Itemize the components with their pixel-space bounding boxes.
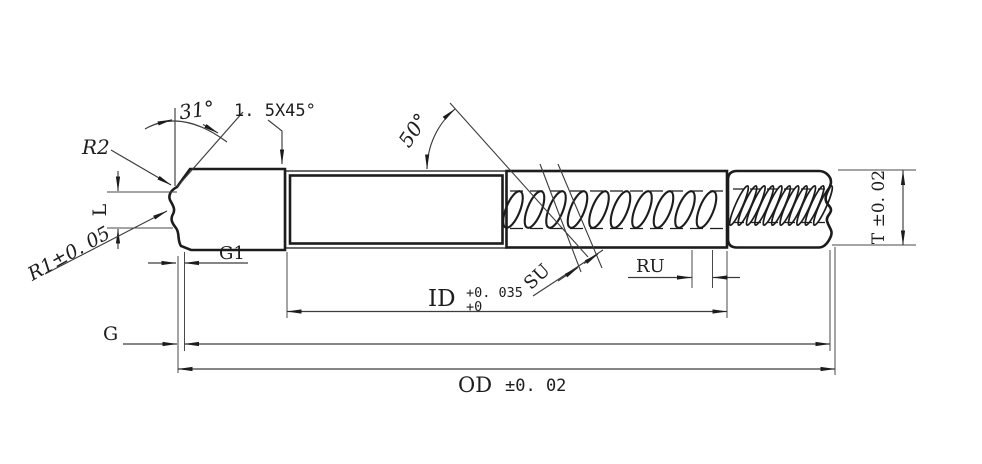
thread-crest-ellipse — [812, 184, 834, 227]
thread-crest-ellipse — [631, 190, 653, 229]
leader-line — [44, 210, 168, 275]
dimension-l: L — [89, 171, 177, 249]
angle-leg-line — [176, 111, 244, 188]
angle-arc — [144, 120, 228, 143]
tool-body — [168, 167, 834, 252]
thread-crest-ellipse — [695, 190, 718, 229]
neck-section-outer — [284, 170, 508, 249]
ru-label: RU — [636, 256, 665, 277]
neck-section-inner — [288, 174, 504, 245]
thread-crest-ellipse — [502, 190, 524, 229]
dimension-g1: G1 — [148, 243, 248, 266]
g-label: G — [103, 323, 118, 345]
thread-crest-ellipse — [652, 190, 675, 229]
fluted-section — [505, 169, 729, 249]
angle-31-label: 31° — [177, 96, 215, 125]
r1-label: R1±0. 05 — [23, 222, 114, 286]
thread-crest-ellipse — [523, 190, 546, 229]
g1-label: G1 — [219, 243, 245, 264]
t-label: T ±0. 02 — [869, 170, 889, 244]
dimension-g: G — [103, 323, 831, 347]
su-label: SU — [520, 260, 554, 294]
arrowhead — [155, 119, 173, 126]
dimension-angle-31: 31° — [144, 96, 244, 188]
dimension-id: ID +0. 035 +0 — [286, 285, 728, 315]
dimension-od: OD ±0. 02 — [177, 366, 836, 397]
square-shank-hatched — [168, 167, 287, 252]
leader-line — [110, 149, 172, 186]
dimension-t: T ±0. 02 — [869, 170, 906, 246]
dimension-ru: RU — [628, 256, 740, 280]
flute-width-line — [539, 163, 582, 273]
r2-label: R2 — [81, 135, 110, 159]
angle-50-label: 50° — [393, 109, 433, 152]
end-thread-crests — [728, 184, 834, 227]
thread-crest-ellipse — [588, 190, 610, 229]
arrowhead — [202, 123, 219, 134]
od-tolerance: ±0. 02 — [505, 376, 566, 396]
id-upper-tolerance: +0. 035 — [466, 285, 523, 301]
id-label: ID — [428, 286, 456, 312]
dimension-chamfer: 1. 5X45° — [234, 101, 316, 165]
l-label: L — [89, 203, 111, 216]
arrowhead — [583, 253, 599, 264]
dimension-r1: R1±0. 05 — [23, 210, 168, 286]
thread-crest-ellipse — [609, 190, 632, 229]
spiral-flute-threads — [502, 190, 718, 229]
flute-width-line — [557, 163, 603, 269]
angle-arc — [425, 108, 456, 170]
od-label: OD — [458, 373, 492, 397]
thread-crest-ellipse — [674, 190, 696, 229]
extension-lines — [177, 169, 916, 375]
thread-crest-ellipse — [545, 190, 567, 229]
leader-line — [267, 119, 285, 165]
thread-crest-ellipse — [566, 190, 589, 229]
arrowhead — [557, 267, 579, 282]
chamfer-label: 1. 5X45° — [234, 101, 316, 121]
id-lower-tolerance: +0 — [466, 299, 482, 315]
dimension-r2: R2 — [81, 135, 172, 186]
